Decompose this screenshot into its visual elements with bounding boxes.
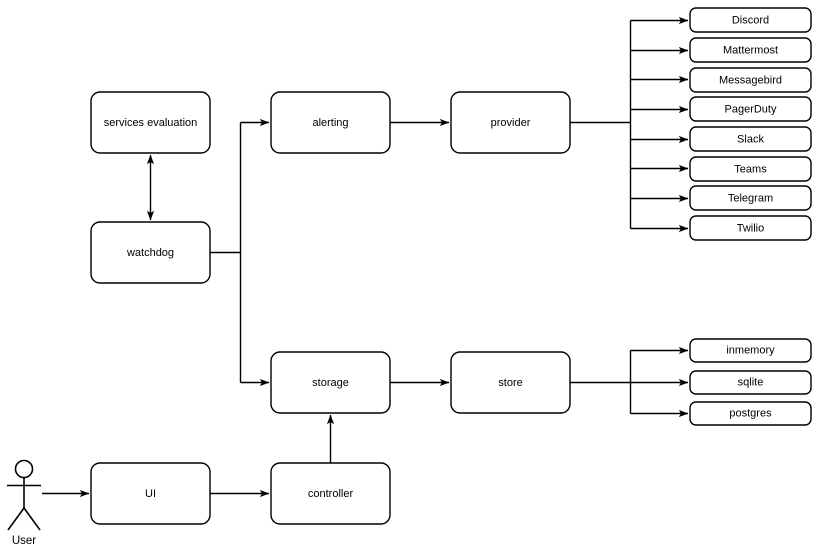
node-provider-label: provider: [491, 117, 531, 129]
actor-head-icon: [14, 459, 34, 479]
node-storage-label: storage: [312, 377, 349, 389]
node-pagerduty-box[interactable]: [689, 96, 812, 122]
actor-leg-left: [7, 507, 25, 531]
node-controller-label: controller: [308, 488, 354, 500]
edge-provider-fanout-trunk: [570, 20, 632, 229]
node-storage-box[interactable]: [270, 351, 391, 414]
edge-watchdog-branch: [210, 122, 242, 383]
node-storage[interactable]: storage: [270, 351, 391, 414]
node-mattermost[interactable]: Mattermost: [689, 37, 812, 63]
node-alerting[interactable]: alerting: [270, 91, 391, 154]
node-messagebird[interactable]: Messagebird: [689, 67, 812, 93]
node-discord-box[interactable]: [689, 7, 812, 33]
node-pagerduty-label: PagerDuty: [725, 103, 777, 115]
node-messagebird-label: Messagebird: [719, 74, 782, 86]
node-twilio[interactable]: Twilio: [689, 215, 812, 241]
node-store[interactable]: store: [450, 351, 571, 414]
node-services-evaluation-label: services evaluation: [104, 117, 198, 129]
node-sqlite-label: sqlite: [738, 376, 764, 388]
node-teams-label: Teams: [734, 163, 767, 175]
node-postgres-box[interactable]: [689, 401, 812, 426]
node-provider[interactable]: provider: [450, 91, 571, 154]
node-postgres-label: postgres: [729, 407, 772, 419]
node-controller-box[interactable]: [270, 462, 391, 525]
node-inmemory-box[interactable]: [689, 338, 812, 363]
actor-leg-right: [23, 507, 41, 531]
node-watchdog-box[interactable]: [90, 221, 211, 284]
node-telegram-box[interactable]: [689, 185, 812, 211]
node-ui[interactable]: UI: [90, 462, 211, 525]
node-store-box[interactable]: [450, 351, 571, 414]
node-slack-box[interactable]: [689, 126, 812, 152]
node-watchdog[interactable]: watchdog: [90, 221, 211, 284]
node-ui-box[interactable]: [90, 462, 211, 525]
node-mattermost-box[interactable]: [689, 37, 812, 63]
actor-user-label: User: [12, 535, 36, 547]
node-inmemory[interactable]: inmemory: [689, 338, 812, 363]
node-services-evaluation-box[interactable]: [90, 91, 211, 154]
node-discord-label: Discord: [732, 14, 769, 26]
node-store-label: store: [498, 377, 522, 389]
node-ui-label: UI: [145, 488, 156, 500]
node-watchdog-label: watchdog: [126, 247, 174, 259]
node-discord[interactable]: Discord: [689, 7, 812, 33]
node-alerting-box[interactable]: [270, 91, 391, 154]
node-services-evaluation[interactable]: services evaluation: [90, 91, 211, 154]
node-inmemory-label: inmemory: [726, 344, 775, 356]
node-twilio-label: Twilio: [737, 222, 765, 234]
node-telegram[interactable]: Telegram: [689, 185, 812, 211]
node-sqlite[interactable]: sqlite: [689, 370, 812, 395]
node-controller[interactable]: controller: [270, 462, 391, 525]
node-messagebird-box[interactable]: [689, 67, 812, 93]
node-alerting-label: alerting: [312, 117, 348, 129]
actor-user: User: [7, 459, 41, 547]
node-postgres[interactable]: postgres: [689, 401, 812, 426]
edge-store-fanout-trunk: [570, 350, 632, 414]
node-pagerduty[interactable]: PagerDuty: [689, 96, 812, 122]
node-teams-box[interactable]: [689, 156, 812, 182]
node-slack-label: Slack: [737, 133, 764, 145]
node-mattermost-label: Mattermost: [723, 44, 778, 56]
node-twilio-box[interactable]: [689, 215, 812, 241]
node-provider-box[interactable]: [450, 91, 571, 154]
node-telegram-label: Telegram: [728, 192, 773, 204]
node-slack[interactable]: Slack: [689, 126, 812, 152]
node-sqlite-box[interactable]: [689, 370, 812, 395]
node-teams[interactable]: Teams: [689, 156, 812, 182]
